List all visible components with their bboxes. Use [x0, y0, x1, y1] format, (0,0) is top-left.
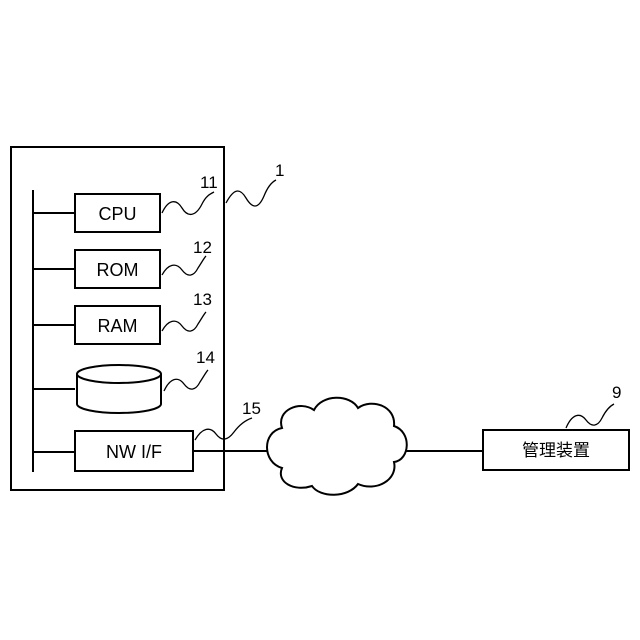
leader-management: [566, 404, 614, 428]
rom-label: ROM: [97, 260, 139, 280]
cpu-label: CPU: [98, 204, 136, 224]
ref-management: 9: [612, 383, 621, 402]
ram-label: RAM: [98, 316, 138, 336]
ref-cpu: 11: [200, 173, 218, 192]
management-device-block: 管理装置: [483, 430, 629, 470]
cpu-block: CPU: [75, 194, 160, 232]
ram-block: RAM: [75, 306, 160, 344]
ref-rom: 12: [193, 238, 212, 257]
ref-storage: 14: [196, 348, 215, 367]
ref-ram: 13: [193, 290, 212, 309]
rom-block: ROM: [75, 250, 160, 288]
leader-device: [226, 180, 276, 206]
ref-device: 1: [275, 161, 284, 180]
management-device-label: 管理装置: [522, 441, 590, 461]
network-cloud: [267, 398, 407, 495]
storage-cylinder: [77, 365, 161, 413]
nwif-label: NW I/F: [106, 442, 162, 462]
ref-nwif: 15: [242, 399, 261, 418]
nwif-block: NW I/F: [75, 431, 193, 471]
